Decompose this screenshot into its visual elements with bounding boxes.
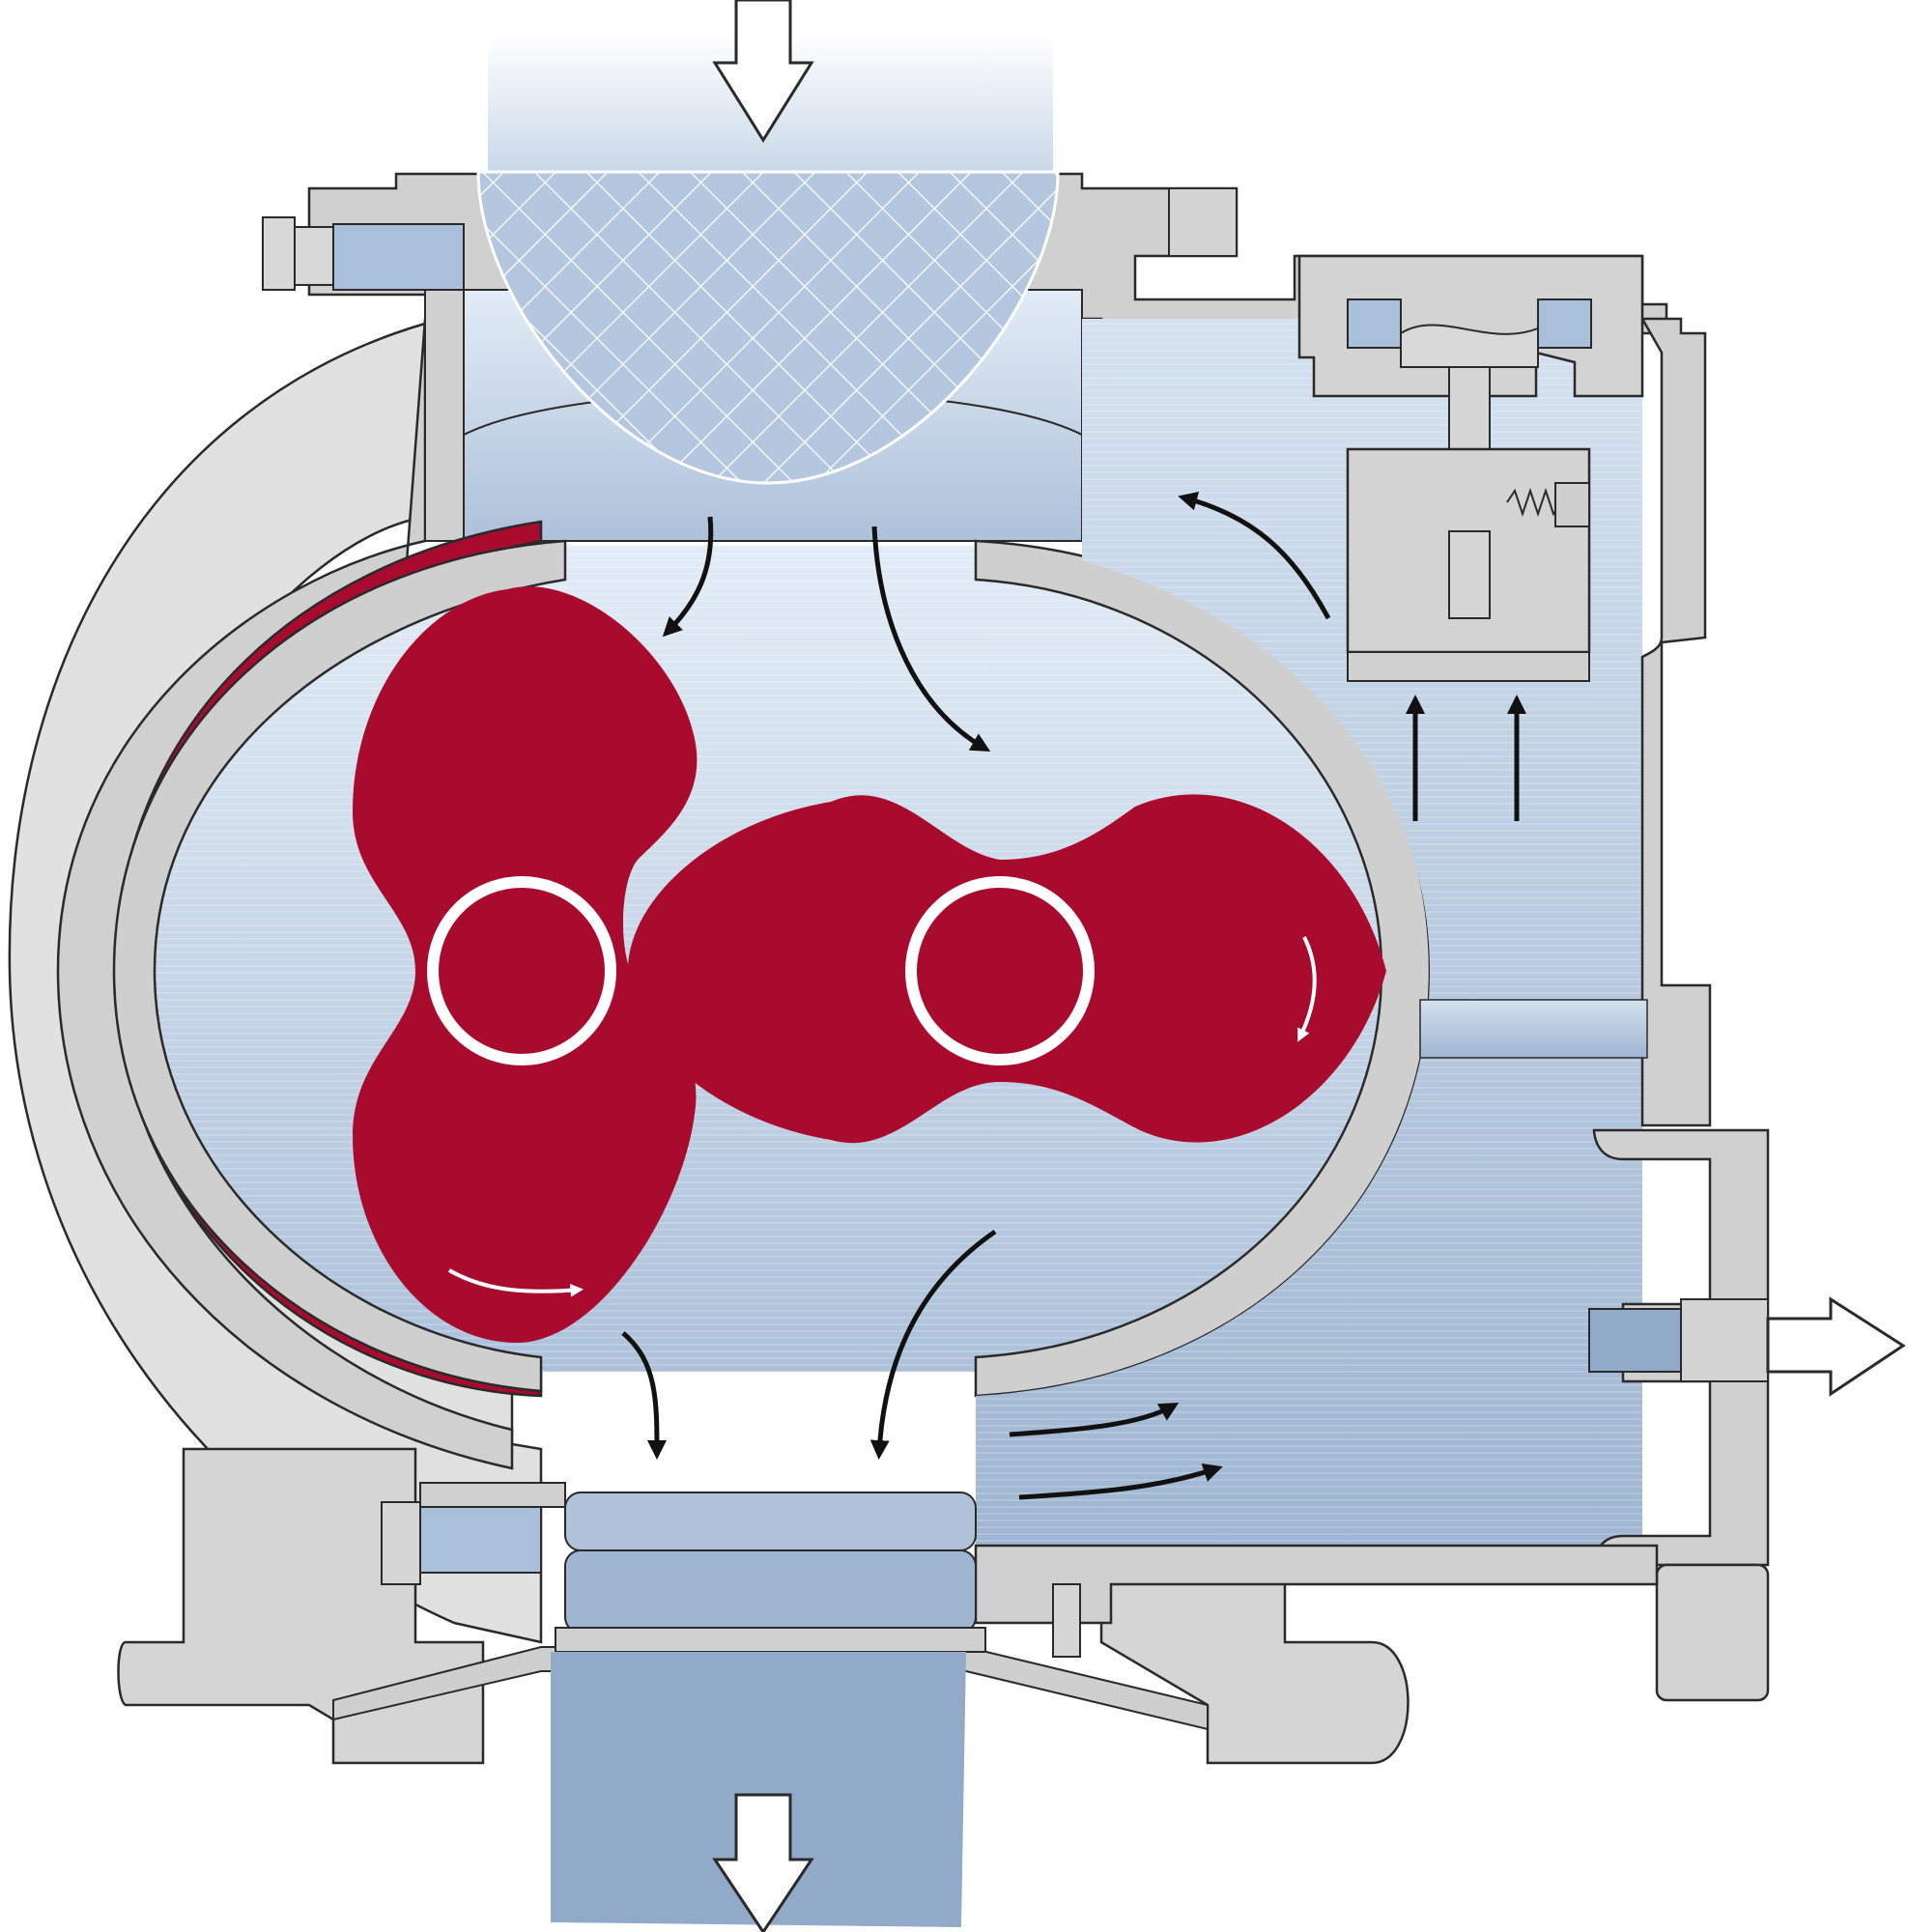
flow-arrow-outlet-left xyxy=(621,1331,667,1460)
right-housing-wall xyxy=(1639,317,1712,1127)
valve-adjuster xyxy=(1554,482,1590,527)
flow-arrow-side-1 xyxy=(1009,1403,1180,1437)
bottom-outlet-block-lower xyxy=(564,1549,977,1634)
bilobe-hub xyxy=(905,876,1095,1065)
bottom-outlet-flow xyxy=(551,1652,966,1927)
rotor-bilobe xyxy=(628,794,1386,1144)
flow-arrow-inlet-left xyxy=(662,516,714,638)
rotation-arrow-bilobe xyxy=(1297,936,1317,1042)
inlet-left-wall xyxy=(424,289,465,542)
side-outlet-nut xyxy=(1680,1298,1769,1382)
housing-divider xyxy=(1419,999,1648,1059)
valve-spring-icon xyxy=(1506,487,1562,518)
bottom-outlet-gasket xyxy=(555,1627,986,1653)
valve-diaphragm xyxy=(1400,324,1539,368)
valve-seat xyxy=(1347,651,1590,682)
bottom-outlet-block-upper xyxy=(564,1492,977,1551)
arrow-down-outline-icon xyxy=(712,1793,814,1932)
arrow-right-outline-icon xyxy=(1766,1296,1906,1397)
lower-right-cap xyxy=(1655,1563,1770,1702)
right-foot xyxy=(1099,1573,1410,1765)
flow-arrow-bypass xyxy=(1178,491,1331,620)
valve-seal-right xyxy=(1537,298,1592,349)
top-left-seal xyxy=(332,223,465,291)
valve-seal-left xyxy=(1347,298,1402,349)
trilobe-hub xyxy=(427,876,616,1065)
bottom-left-flange xyxy=(419,1482,566,1508)
arrow-down-outline-icon xyxy=(712,0,814,143)
side-outlet-seal xyxy=(1588,1308,1682,1373)
top-right-nut xyxy=(1168,187,1238,257)
flow-arrow-side-2 xyxy=(1018,1463,1223,1500)
strainer-mesh xyxy=(476,170,1060,485)
left-casing-ring xyxy=(112,539,567,1393)
bottom-right-channel xyxy=(974,1544,1659,1625)
rotation-arrow-trilobe xyxy=(448,1268,584,1297)
bottom-left-bolt xyxy=(381,1501,421,1585)
bottom-right-bolt xyxy=(1052,1583,1081,1658)
valve-stem-lower xyxy=(1448,530,1491,619)
top-left-bolt xyxy=(262,216,334,291)
flow-arrow-inlet-right xyxy=(871,526,991,752)
rotor-trilobe xyxy=(353,586,698,1343)
flow-arrow-outlet-right xyxy=(869,1229,997,1460)
bottom-left-seal xyxy=(419,1506,542,1574)
